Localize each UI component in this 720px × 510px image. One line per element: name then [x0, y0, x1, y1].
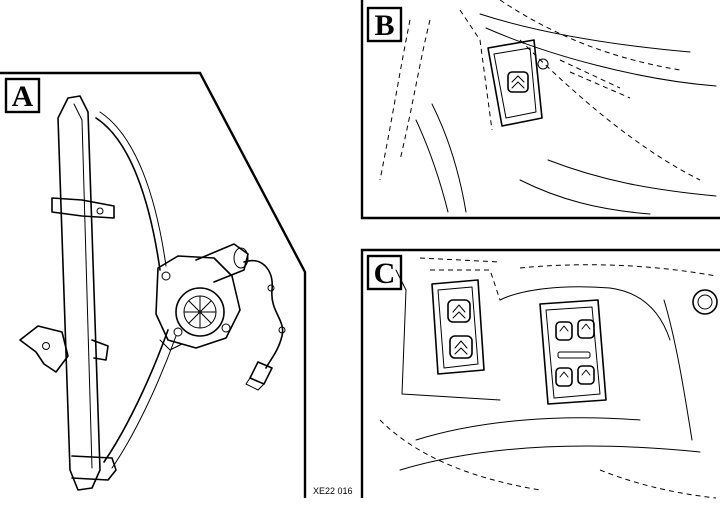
regulator-rail-inner [73, 103, 93, 469]
door-trim-curve-b3 [519, 39, 701, 181]
window-lock-switch [557, 351, 591, 359]
console-knob-c [692, 289, 718, 315]
window-switch-c2-arrow [454, 340, 468, 355]
door-armrest-top [479, 13, 691, 53]
rail-upper-bracket [51, 197, 115, 219]
motor-drum-spokes [183, 295, 217, 329]
motor-drum [175, 287, 225, 337]
window-switch-arrows-right [559, 323, 591, 378]
console-lower-dash-c2 [599, 469, 717, 499]
panel-a: A [0, 71, 353, 498]
switch-panel-b [487, 39, 543, 127]
window-switch-c2 [449, 335, 473, 359]
window-switch-arrow-b [511, 75, 525, 89]
motor-connector-plug [245, 377, 265, 391]
door-lower-line-b [547, 159, 717, 197]
motor-mount-bolt-1 [161, 271, 171, 281]
panel-c: C [360, 248, 720, 499]
door-screw-b [537, 58, 549, 70]
switch-pack-right [539, 299, 607, 405]
console-trim-c [379, 257, 718, 499]
rail-clip [91, 339, 109, 361]
door-trim-b [379, 0, 717, 215]
panel-a-label: A [12, 80, 34, 113]
rail-mid-bracket [19, 325, 69, 373]
panel-a-border [0, 71, 307, 498]
console-top-c [499, 286, 671, 341]
window-switch-c5 [555, 367, 573, 387]
console-edge-c [663, 299, 693, 441]
panel-c-label: C [374, 257, 396, 290]
motor-mount-bolt-2 [173, 327, 183, 337]
wire-clip-2 [278, 326, 286, 334]
wire-clip-1 [267, 284, 275, 292]
window-switch-c4 [577, 319, 595, 339]
regulator-cable-upper-2 [99, 111, 167, 267]
speaker-grille-b [559, 59, 631, 99]
switch-bezel-inner-b [493, 47, 537, 119]
regulator-cable-upper [95, 117, 161, 271]
motor-lower-tab [159, 339, 183, 351]
switch-pack-left [431, 279, 485, 375]
rail-lower-bracket [71, 455, 117, 481]
door-trim-curve-b1 [379, 19, 431, 181]
regulator-rail [57, 95, 101, 491]
motor-connector [249, 361, 273, 385]
switch-pack-right-bezel [539, 299, 607, 405]
console-lower-dash-c [379, 419, 541, 491]
panel-c-label-box: C [366, 254, 403, 291]
window-regulator [19, 95, 286, 491]
switch-bezel-b [487, 39, 543, 127]
motor-end-cap [233, 247, 249, 269]
door-inset-c [395, 269, 501, 401]
motor-housing [155, 255, 241, 349]
window-switch-c3 [555, 321, 573, 341]
door-armrest-edge [485, 27, 717, 87]
bracket-bolt [96, 207, 104, 215]
regulator-cable-lower-2 [111, 335, 177, 469]
door-trim-curve-b2 [459, 0, 681, 131]
console-base-c [399, 417, 701, 471]
panel-b-border [360, 0, 720, 220]
switch-pack-left-inner [437, 286, 479, 369]
door-sill-b [519, 179, 651, 215]
panel-b-label-box: B [366, 6, 403, 43]
panel-c-border [360, 248, 720, 498]
panel-a-label-box: A [4, 77, 41, 114]
mid-bracket-bolt [42, 342, 50, 350]
switch-pack-right-inner [545, 306, 601, 399]
console-curve-c [519, 264, 717, 277]
motor-mount-bolt-3 [221, 323, 231, 333]
switch-pack-left-bezel [431, 279, 485, 375]
reference-code: XE22 016 [313, 486, 353, 496]
panel-b: B [360, 0, 720, 220]
console-knob-inner-c [697, 294, 713, 310]
window-switch-c1-arrow [452, 304, 466, 319]
motor-body [195, 243, 249, 283]
regulator-cable-lower [103, 329, 169, 463]
window-switch-c1 [447, 299, 471, 323]
door-trim-curve-c1 [419, 257, 501, 301]
panel-b-label: B [374, 9, 394, 42]
window-switch-c6 [577, 365, 595, 385]
regulator-motor [155, 243, 249, 351]
window-switch-b [507, 71, 529, 93]
motor-wire [243, 259, 284, 369]
door-pocket-b [415, 103, 467, 213]
